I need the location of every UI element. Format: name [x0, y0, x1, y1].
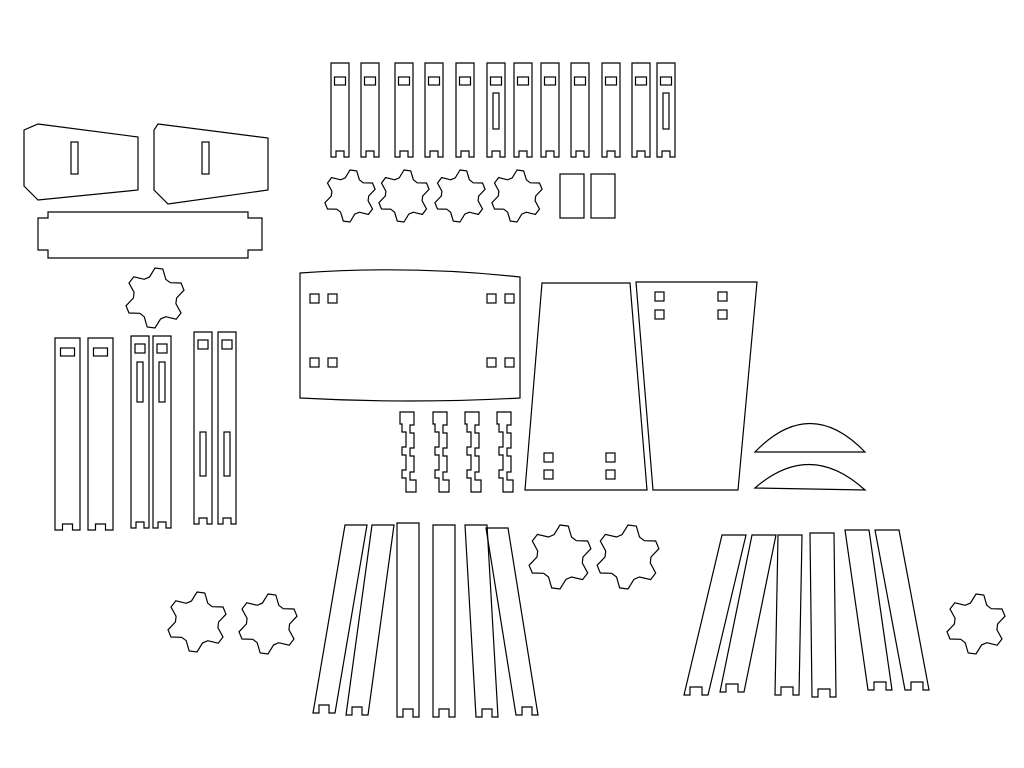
left-mid-strip-1 [130, 335, 150, 529]
arc-piece-1 [753, 422, 867, 453]
center-plate [299, 269, 521, 402]
top-strip-7 [513, 62, 533, 158]
trapezoid-2-hole-2 [717, 291, 728, 302]
bottom-center-bar-2 [345, 524, 395, 716]
bottom-right-bar-1 [683, 534, 747, 696]
trapezoid-2-hole-1 [654, 291, 665, 302]
long-bar [37, 211, 263, 259]
top-strip-11-slot [634, 76, 648, 86]
trapezoid-2-hole-4 [717, 309, 728, 320]
left-right-strip-2 [217, 331, 237, 525]
left-right-strip-2-slot [221, 339, 233, 350]
bottom-center-bar-1 [312, 524, 368, 714]
left-mid-strip-2 [152, 335, 172, 529]
tapered-plate-1-slot [70, 141, 79, 175]
top-strip-8-slot [543, 76, 557, 86]
trapezoid-1-hole-3 [543, 469, 554, 480]
left-strip-2 [87, 337, 114, 531]
top-strip-5 [455, 62, 475, 158]
bottom-center-bar-3 [396, 522, 420, 718]
left-mid-strip-2-slot [156, 343, 168, 354]
center-plate-hole-1 [309, 293, 320, 304]
small-plate-1 [559, 173, 585, 219]
left-mid-strip-1-long-slot [136, 361, 144, 403]
gear-top-4 [491, 169, 543, 223]
gear-top-1 [324, 169, 376, 223]
comb-piece-2 [432, 411, 450, 493]
top-strip-2 [360, 62, 380, 158]
comb-piece-3 [464, 411, 482, 493]
center-plate-hole-2 [327, 293, 338, 304]
center-plate-hole-3 [486, 293, 497, 304]
trapezoid-1-hole-4 [605, 469, 616, 480]
tapered-plate-1 [23, 123, 139, 201]
left-right-strip-2-long-slot [223, 431, 231, 477]
center-plate-hole-6 [327, 357, 338, 368]
parts-layer [23, 62, 1006, 718]
gear-left [125, 267, 185, 329]
center-plate-hole-8 [504, 357, 515, 368]
tapered-plate-2-slot [201, 141, 210, 175]
trapezoid-1-hole-2 [605, 452, 616, 463]
gear-bottom-left-2 [238, 593, 298, 655]
trapezoid-panel-2 [635, 281, 758, 491]
left-mid-strip-1-slot [134, 343, 146, 354]
top-strip-8 [540, 62, 560, 158]
trapezoid-panel-1 [524, 282, 648, 491]
top-strip-3-slot [397, 76, 411, 86]
left-mid-strip-2-long-slot [158, 361, 166, 403]
gear-top-2 [378, 169, 430, 223]
top-strip-9 [570, 62, 590, 158]
bottom-center-bar-5 [464, 524, 499, 718]
small-plate-2 [590, 173, 616, 219]
left-strip-1-slot [59, 347, 76, 357]
gear-bottom-left-1 [167, 591, 227, 653]
arc-piece-2 [753, 463, 867, 491]
tapered-plate-2 [153, 123, 269, 205]
center-plate-hole-4 [504, 293, 515, 304]
gear-bottom-right [946, 593, 1006, 655]
top-strip-7-slot [516, 76, 530, 86]
comb-piece-1 [399, 411, 417, 493]
left-right-strip-1-long-slot [199, 431, 207, 477]
trapezoid-2-hole-3 [654, 309, 665, 320]
top-strip-5-slot [458, 76, 472, 86]
bottom-right-bar-2 [719, 534, 777, 693]
top-strip-2-slot [363, 76, 377, 86]
top-strip-10 [601, 62, 621, 158]
left-right-strip-1-slot [197, 339, 209, 350]
top-strip-4 [424, 62, 444, 158]
top-strip-6 [486, 62, 506, 158]
bottom-right-bar-3 [774, 534, 803, 696]
left-strip-1 [54, 337, 81, 531]
bottom-center-bar-4 [432, 524, 456, 718]
trapezoid-1-hole-1 [543, 452, 554, 463]
top-strip-4-slot [427, 76, 441, 86]
bottom-right-bar-6 [874, 529, 930, 691]
left-strip-2-slot [92, 347, 109, 357]
top-strip-9-slot [573, 76, 587, 86]
center-plate-hole-7 [486, 357, 497, 368]
top-strip-12-long-slot [662, 92, 670, 130]
bottom-right-bar-5 [844, 529, 893, 691]
bottom-right-bar-4 [809, 532, 837, 698]
top-strip-6-long-slot [492, 92, 500, 130]
center-plate-hole-5 [309, 357, 320, 368]
gear-top-3 [434, 169, 486, 223]
bottom-center-bar-6 [485, 527, 539, 716]
top-strip-1-slot [333, 76, 347, 86]
top-strip-3 [394, 62, 414, 158]
top-strip-1 [330, 62, 350, 158]
top-strip-10-slot [604, 76, 618, 86]
left-right-strip-1 [193, 331, 213, 525]
top-strip-12 [656, 62, 676, 158]
gear-bottom-center-1 [528, 524, 592, 590]
top-strip-6-slot [489, 76, 503, 86]
gear-bottom-center-2 [596, 524, 660, 590]
top-strip-11 [631, 62, 651, 158]
top-strip-12-slot [659, 76, 673, 86]
comb-piece-4 [496, 411, 514, 493]
